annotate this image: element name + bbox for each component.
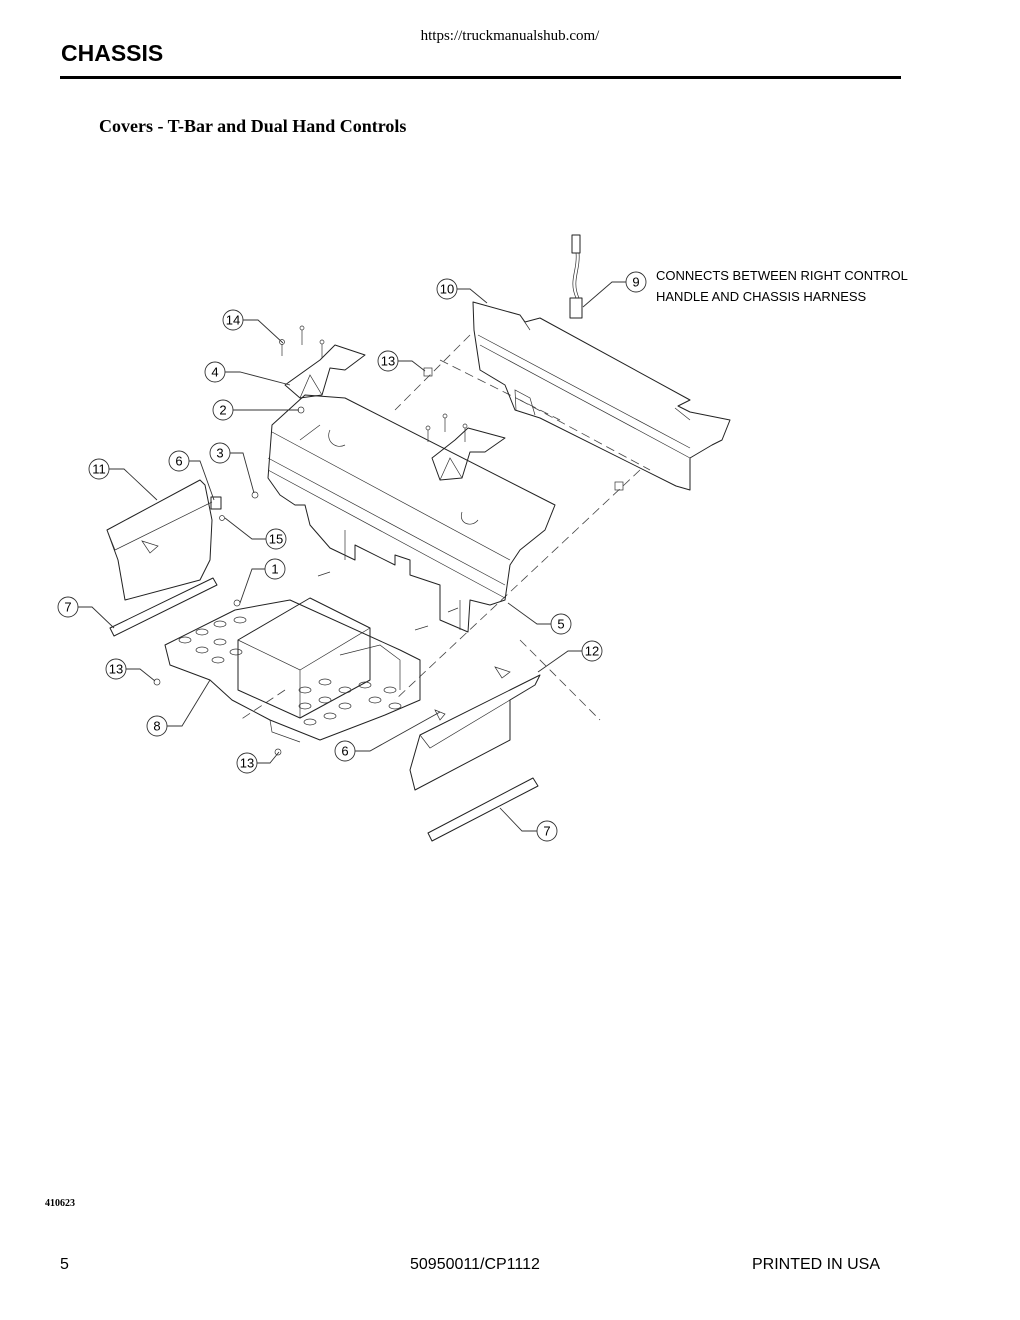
callout-11: 11 bbox=[88, 458, 110, 480]
svg-text:13: 13 bbox=[109, 662, 123, 677]
callout-4: 4 bbox=[204, 361, 226, 383]
callout-8: 8 bbox=[146, 715, 168, 737]
svg-text:6: 6 bbox=[175, 454, 182, 469]
figure-title: Covers - T-Bar and Dual Hand Controls bbox=[99, 116, 407, 136]
section-title: CHASSIS bbox=[61, 40, 164, 66]
left-strip bbox=[109, 577, 218, 637]
callout-7-left: 7 bbox=[57, 596, 79, 618]
assembly-guide-lines bbox=[239, 334, 651, 721]
callout-10: 10 bbox=[436, 278, 458, 300]
rear-cover-panel bbox=[472, 301, 731, 491]
left-side-panel bbox=[106, 479, 213, 601]
callout-6-right: 6 bbox=[334, 740, 356, 762]
svg-text:15: 15 bbox=[269, 532, 283, 547]
center-cover-body bbox=[267, 394, 556, 633]
callout-15: 15 bbox=[265, 528, 287, 550]
callout-5: 5 bbox=[550, 613, 572, 635]
callout-13-bottom: 13 bbox=[236, 752, 258, 774]
right-strip bbox=[427, 777, 539, 842]
svg-text:2: 2 bbox=[219, 403, 226, 418]
callout-14: 14 bbox=[222, 309, 244, 331]
document-number: 50950011/CP1112 bbox=[410, 1256, 540, 1273]
callout-12: 12 bbox=[581, 640, 603, 662]
svg-text:9: 9 bbox=[632, 275, 639, 290]
svg-text:4: 4 bbox=[211, 365, 218, 380]
svg-text:10: 10 bbox=[440, 282, 454, 297]
callout-leaders bbox=[78, 281, 627, 832]
svg-text:8: 8 bbox=[153, 719, 160, 734]
callout-1: 1 bbox=[264, 558, 286, 580]
control-harness bbox=[569, 234, 583, 319]
callout-9: 9 bbox=[625, 271, 647, 293]
svg-text:6: 6 bbox=[341, 744, 348, 759]
callout-13-left: 13 bbox=[105, 658, 127, 680]
fastener-hardware bbox=[219, 325, 624, 631]
svg-text:13: 13 bbox=[381, 354, 395, 369]
callout-6-left: 6 bbox=[168, 450, 190, 472]
svg-text:5: 5 bbox=[557, 617, 564, 632]
printed-notice: PRINTED IN USA bbox=[752, 1256, 881, 1273]
svg-text:3: 3 bbox=[216, 446, 223, 461]
svg-text:1: 1 bbox=[271, 562, 278, 577]
floor-plate-holes bbox=[178, 616, 402, 726]
svg-text:7: 7 bbox=[64, 600, 71, 615]
header-rule bbox=[60, 76, 901, 79]
svg-text:13: 13 bbox=[240, 756, 254, 771]
callout-7-right: 7 bbox=[536, 820, 558, 842]
left-bracket-6 bbox=[210, 496, 222, 510]
callout-2: 2 bbox=[212, 399, 234, 421]
right-side-panel bbox=[409, 666, 541, 791]
harness-note-line2: HANDLE AND CHASSIS HARNESS bbox=[656, 289, 867, 304]
page-number: 5 bbox=[60, 1256, 69, 1273]
harness-note-line1: CONNECTS BETWEEN RIGHT CONTROL bbox=[656, 268, 908, 283]
svg-text:7: 7 bbox=[543, 824, 550, 839]
upper-brackets bbox=[284, 344, 506, 481]
svg-text:12: 12 bbox=[585, 644, 599, 659]
drawing-number: 410623 bbox=[45, 1198, 75, 1209]
callout-13-top: 13 bbox=[377, 350, 399, 372]
svg-text:11: 11 bbox=[92, 462, 106, 477]
source-url[interactable]: https://truckmanualshub.com/ bbox=[420, 28, 600, 44]
svg-text:14: 14 bbox=[226, 313, 240, 328]
callout-3: 3 bbox=[209, 442, 231, 464]
floor-plate-assembly bbox=[153, 597, 421, 756]
exploded-parts-diagram: 10 9 14 13 4 2 3 6 11 15 1 7 5 12 13 8 6… bbox=[55, 225, 915, 850]
